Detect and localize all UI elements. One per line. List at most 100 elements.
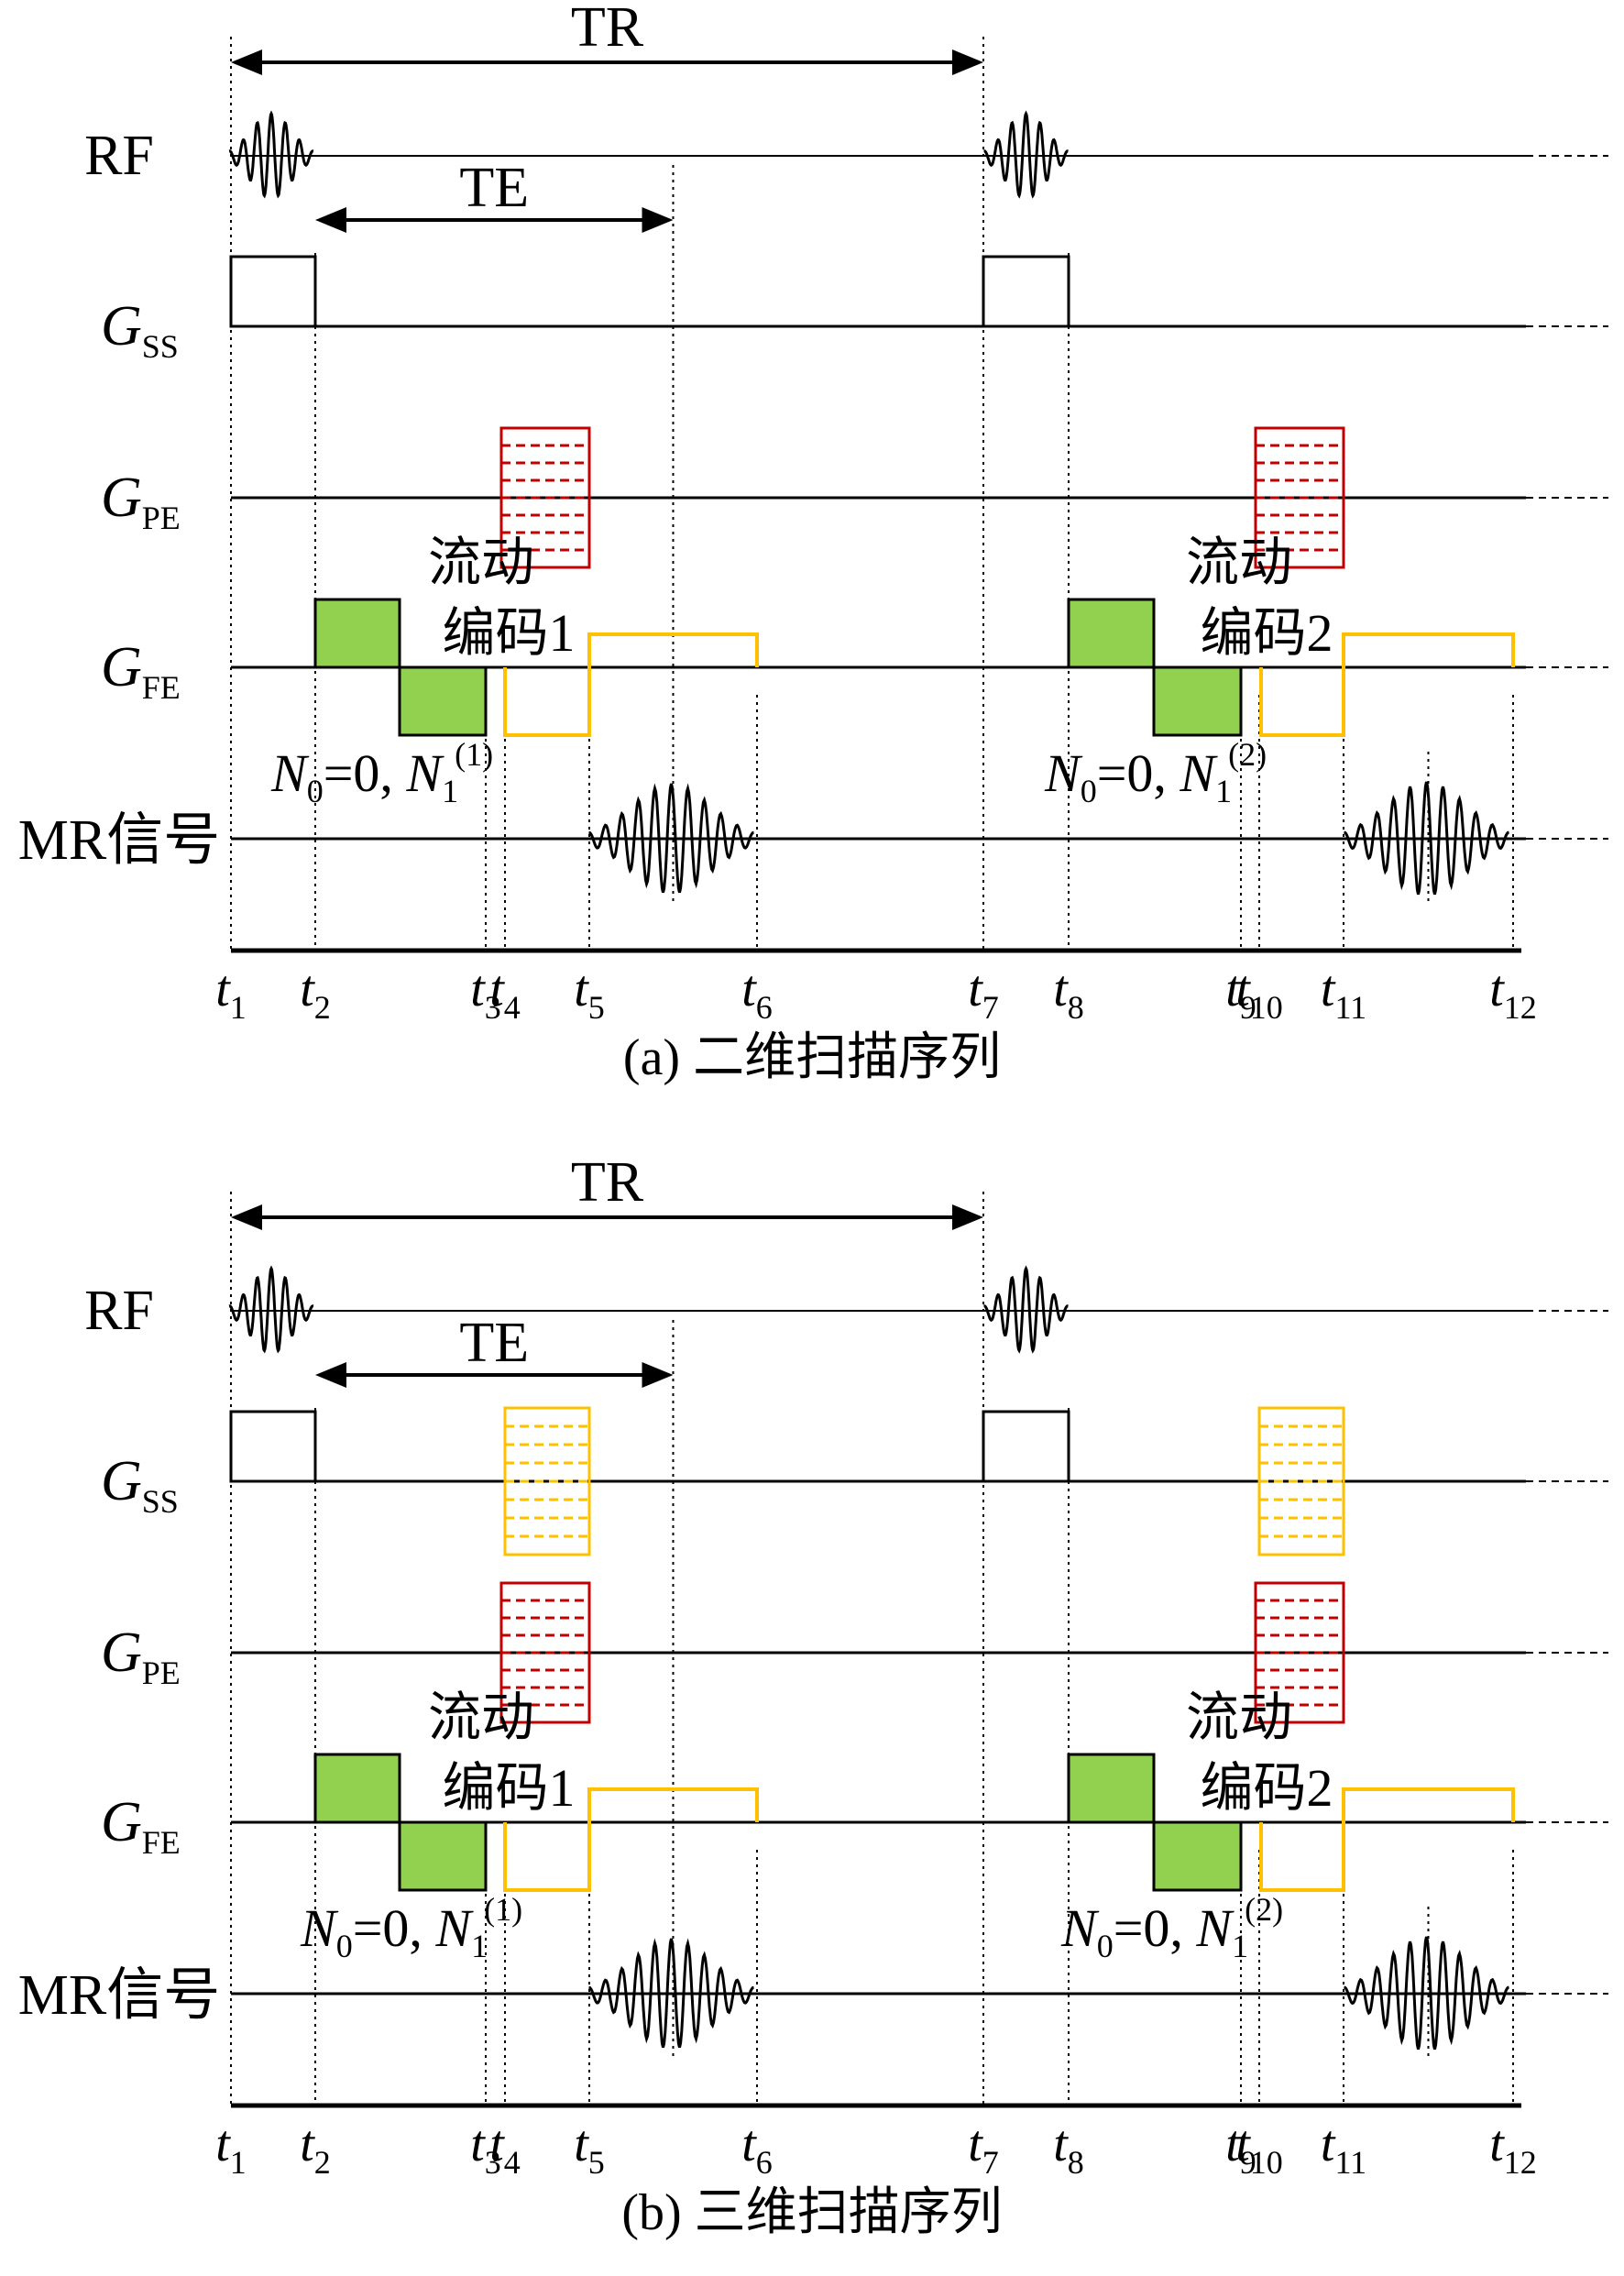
te-label: TE xyxy=(459,157,529,219)
flow1-moment-n1-sub: 1 xyxy=(442,773,458,809)
tick-t11-main: t xyxy=(1321,961,1336,1017)
tick-t4: t4 xyxy=(489,2116,521,2181)
row-label-gfe: GFE xyxy=(101,636,181,706)
gss-slice-encode-2 xyxy=(1257,1406,1345,1556)
flow1-moment-equation: N0=0, N1(1) xyxy=(270,736,493,809)
tr-label: TR xyxy=(571,1151,644,1214)
row-label-gpe: GPE xyxy=(101,467,181,536)
flow1-moment-eq: =0, xyxy=(353,1898,436,1958)
tick-t4-main: t xyxy=(489,961,505,1017)
row-label-gpe-sub: PE xyxy=(142,1655,181,1691)
gpe-phase-encode-1 xyxy=(499,426,591,569)
flow2-moment-n1: N xyxy=(1179,743,1218,803)
rf-pulse-2 xyxy=(983,1265,1069,1354)
tick-t4-main: t xyxy=(489,2116,505,2172)
row-label-gfe-main: G xyxy=(101,1791,142,1853)
tick-t6-main: t xyxy=(741,2116,757,2172)
tick-t8: t8 xyxy=(1053,2116,1084,2181)
tick-t6-sub: 6 xyxy=(756,2144,773,2181)
gpe-phase-encode-2 xyxy=(1254,426,1345,569)
gfe-flow-encode-1-negative-lobe xyxy=(398,665,488,737)
tick-t12-main: t xyxy=(1489,2116,1505,2172)
row-label-gpe-main: G xyxy=(101,467,142,529)
gfe-flow-encode-1-positive-lobe xyxy=(313,598,401,669)
tick-t1-main: t xyxy=(215,961,231,1017)
gss-slice-encode-1 xyxy=(503,1406,591,1556)
gfe-flow-encode-2-negative-lobe xyxy=(1152,1820,1243,1892)
tick-t12: t12 xyxy=(1489,961,1537,1026)
gfe-readout-1 xyxy=(503,632,759,737)
flow2-moment-n1-sup: (2) xyxy=(1245,1891,1283,1928)
tick-t11: t11 xyxy=(1321,2116,1366,2181)
tick-t7-sub: 7 xyxy=(982,989,999,1026)
flow1-moment-equation: N0=0, N1(1) xyxy=(300,1891,522,1964)
tick-t3-sub: 3 xyxy=(485,989,501,1026)
rf-pulse-1 xyxy=(228,1265,314,1354)
flow2-moment-n0: N xyxy=(1060,1898,1100,1958)
gfe-flow-encode-2-positive-lobe xyxy=(1067,1753,1156,1824)
gss-slice-select-1 xyxy=(229,255,317,328)
tick-t10: t10 xyxy=(1235,961,1283,1026)
flow1-moment-n0-sub: 0 xyxy=(307,773,324,809)
flow2-moment-equation: N0=0, N1(2) xyxy=(1060,1891,1283,1964)
flow1-moment-n1-sub: 1 xyxy=(471,1928,488,1964)
flow1-moment-n0: N xyxy=(270,743,310,803)
gfe-readout-2 xyxy=(1259,632,1515,737)
row-label-gss-sub: SS xyxy=(142,328,179,365)
tick-t2-sub: 2 xyxy=(314,989,331,1026)
tick-t12-sub: 12 xyxy=(1504,2144,1537,2181)
row-label-gfe-sub: FE xyxy=(142,1824,181,1861)
tick-t11-main: t xyxy=(1321,2116,1336,2172)
flow2-moment-equation: N0=0, N1(2) xyxy=(1044,736,1267,809)
tick-t2: t2 xyxy=(300,2116,331,2181)
tick-t9-sub: 9 xyxy=(1240,2144,1256,2181)
gfe-flow-encode-1-negative-lobe xyxy=(398,1820,488,1892)
row-label-gfe-main: G xyxy=(101,636,142,698)
tick-t4-sub: 4 xyxy=(504,989,521,1026)
flow1-moment-n1-sup: (1) xyxy=(455,736,493,773)
tr-arrow-head-right xyxy=(952,1204,983,1230)
tick-t10: t10 xyxy=(1235,2116,1283,2181)
tick-t3-main: t xyxy=(470,961,486,1017)
flow2-label-line2: 编码2 xyxy=(1200,603,1333,663)
flow2-label-line1: 流动 xyxy=(1186,533,1292,592)
panel-caption: (a) 二维扫描序列 xyxy=(623,1029,1001,1086)
mr-echo-2 xyxy=(1344,1936,1509,2051)
tick-t5-main: t xyxy=(574,2116,589,2172)
row-label-gss: GSS xyxy=(101,1450,179,1520)
row-label-gss: GSS xyxy=(101,295,179,365)
gfe-flow-encode-2-positive-lobe xyxy=(1067,598,1156,669)
gfe-readout-1 xyxy=(503,1787,759,1892)
flow1-moment-n0-sub: 0 xyxy=(336,1928,353,1964)
gss-slice-select-1 xyxy=(229,1410,317,1483)
gfe-flow-encode-1-positive-lobe xyxy=(313,1753,401,1824)
tick-t5-sub: 5 xyxy=(588,989,605,1026)
tick-t8: t8 xyxy=(1053,961,1084,1026)
flow2-moment-n0-sub: 0 xyxy=(1081,773,1097,809)
tick-t8-main: t xyxy=(1053,961,1069,1017)
mr-echo-1 xyxy=(588,1938,754,2049)
tick-t5-main: t xyxy=(574,961,589,1017)
te-arrow-head-right xyxy=(642,207,674,233)
tick-t7-sub: 7 xyxy=(982,2144,999,2181)
tick-t3: t3 xyxy=(470,961,501,1026)
row-label-gpe-main: G xyxy=(101,1622,142,1684)
tick-t10-main: t xyxy=(1235,961,1251,1017)
row-label-mr: MR信号 xyxy=(18,1964,220,2027)
gss-slice-select-2 xyxy=(982,255,1070,328)
flow2-moment-eq: =0, xyxy=(1114,1898,1197,1958)
te-arrow-head-left xyxy=(315,1362,346,1388)
tick-t4-sub: 4 xyxy=(504,2144,521,2181)
tick-t2-sub: 2 xyxy=(314,2144,331,2181)
flow1-moment-eq: =0, xyxy=(324,743,407,803)
tick-t7: t7 xyxy=(968,2116,999,2181)
tick-t5: t5 xyxy=(574,961,605,1026)
tick-t11-sub: 11 xyxy=(1334,2144,1366,2181)
row-label-rf: RF xyxy=(84,1280,154,1342)
tick-t6: t6 xyxy=(741,961,773,1026)
flow2-moment-eq: =0, xyxy=(1097,743,1180,803)
panel-caption: (b) 三维扫描序列 xyxy=(621,2184,1002,2241)
